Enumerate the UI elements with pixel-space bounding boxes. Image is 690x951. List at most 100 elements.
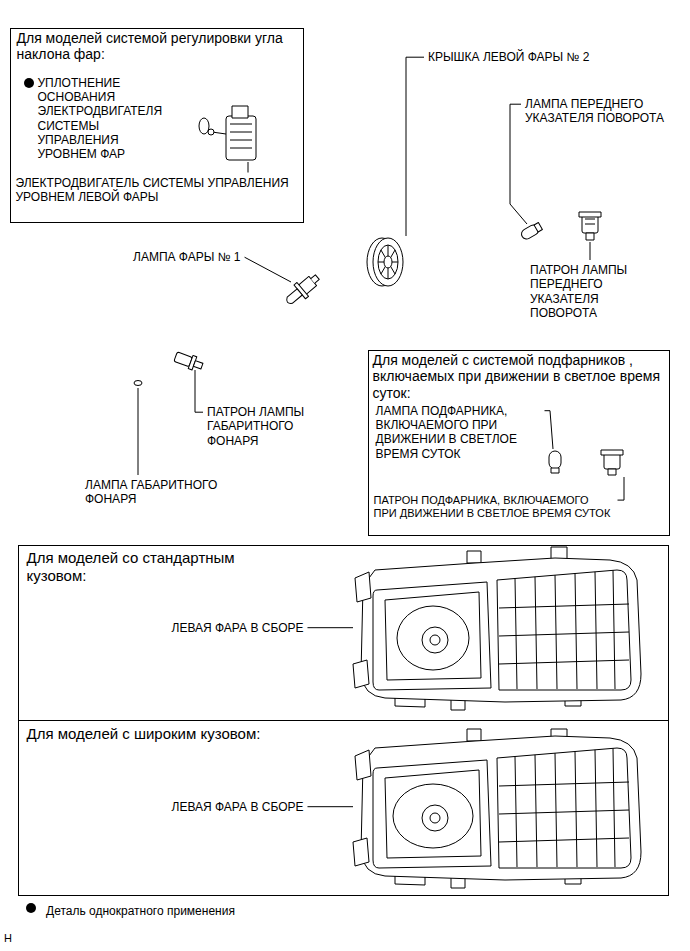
leader-line: [590, 242, 591, 260]
housing-edge: [395, 876, 425, 885]
lens-rib: [613, 748, 615, 867]
cover-inner: [378, 245, 398, 279]
housing: [361, 558, 641, 702]
bracket: [355, 572, 371, 602]
lens-rib: [535, 577, 537, 689]
leader-line: [195, 370, 203, 412]
part-name: КРЫШКА ЛЕВОЙ ФАРЫ № 2: [428, 50, 589, 64]
lens-rib: [575, 752, 577, 868]
lens-rib: [555, 753, 557, 867]
headlight-assembly: [353, 729, 641, 888]
bulb-seat: [430, 635, 440, 645]
turn-bulb: [520, 222, 543, 241]
box-heading: Для моделей с системой подфарников , вкл…: [373, 352, 667, 402]
main-lens: [373, 582, 491, 690]
leader-line: [545, 411, 554, 449]
condition-box: Для моделей системой регулировки угла на…: [10, 28, 304, 223]
lens-inner: [385, 592, 481, 680]
bracket: [355, 750, 371, 780]
lens-rib: [499, 838, 629, 842]
reflector: [393, 784, 473, 848]
figure-code: H: [4, 932, 12, 945]
part-name: ЭЛЕКТРОДВИГАТЕЛЬ СИСТЕМЫ УПРАВЛЕНИЯ УРОВ…: [16, 176, 300, 205]
bulb-base: [534, 223, 542, 232]
part-name: ЛЕВАЯ ФАРА В СБОРЕ: [172, 621, 304, 635]
socket-plug: [586, 233, 594, 240]
bracket: [353, 660, 369, 688]
lens-rib: [499, 632, 629, 636]
headlight-cover: [367, 238, 403, 286]
lens-rib: [595, 750, 597, 867]
bulb-seat: [422, 805, 448, 831]
one-time-use-mark: [24, 78, 34, 88]
part-name: ЛАМПА ПЕРЕДНЕГО УКАЗАТЕЛЯ ПОВОРОТА: [525, 97, 675, 126]
bulb-seat: [422, 627, 448, 653]
lens-rib: [515, 757, 517, 868]
lens-rib: [555, 575, 557, 689]
leader-line: [307, 806, 353, 807]
side-lens: [497, 570, 631, 690]
leader-line: [248, 162, 249, 173]
cover-face: [373, 238, 403, 286]
part-name: ЛАМПА ГАБАРИТНОГО ФОНАРЯ: [85, 478, 235, 507]
legend-swatch: [26, 903, 36, 913]
socket-flange: [601, 450, 623, 455]
part-name: ПАТРОН ЛАМПЫ ГАБАРИТНОГО ФОНАРЯ: [207, 405, 317, 448]
motor-connector: [232, 106, 248, 118]
side-lens: [497, 748, 631, 868]
condition-box: Для моделей с системой подфарников , вкл…: [368, 350, 670, 536]
part-name: ПАТРОН ЛАМПЫ ПЕРЕДНЕГО УКАЗАТЕЛЯ ПОВОРОТ…: [530, 263, 660, 321]
bulb-pin: [311, 275, 319, 283]
seal-ring: [199, 118, 209, 134]
housing: [361, 736, 641, 880]
marker-bulb: [134, 381, 142, 386]
variant-panel: Для моделей с широким кузовом:ЛЕВАЯ ФАРА…: [18, 720, 669, 896]
lens-rib: [575, 574, 577, 690]
bulb-base: [551, 468, 559, 473]
drl-bulb: [549, 451, 561, 473]
leader-line: [138, 388, 139, 475]
headlight-assembly: [353, 547, 641, 710]
cover-rib: [381, 250, 395, 274]
box-heading: Для моделей системой регулировки угла на…: [17, 30, 299, 64]
bracket: [353, 838, 369, 866]
reflector: [397, 606, 469, 670]
lens-rib: [535, 755, 537, 867]
lens-rib: [499, 782, 629, 786]
lens-rib: [499, 660, 629, 664]
lens-rib: [515, 579, 517, 690]
main-lens: [373, 760, 491, 868]
lens-inner: [385, 770, 481, 858]
leader-line: [510, 104, 527, 224]
leveling-motor: [199, 106, 256, 160]
leader-line: [245, 257, 291, 282]
lens-rib: [595, 572, 597, 689]
bulb-glass: [549, 451, 561, 469]
socket-plug: [193, 361, 203, 369]
bulb-glass: [285, 289, 302, 305]
socket-rib: [585, 219, 595, 224]
lens-rib: [613, 570, 615, 689]
part-name: УПЛОТНЕНИЕ ОСНОВАНИЯ ЭЛЕКТРОДВИГАТЕЛЯ СИ…: [38, 76, 178, 162]
leader-line: [307, 627, 353, 628]
socket-plug: [608, 469, 616, 475]
marker-socket: [173, 350, 204, 373]
socket-flange: [579, 212, 601, 217]
motor-rib: [230, 124, 252, 148]
leader-line: [618, 477, 625, 500]
lens-rib: [499, 604, 629, 608]
mount-tab: [467, 729, 481, 741]
legend-text: Деталь однократного применения: [46, 904, 235, 918]
lens-rib: [499, 810, 629, 814]
headlight-bulb: [282, 270, 323, 309]
motor-body: [226, 116, 256, 160]
part-name: ЛЕВАЯ ФАРА В СБОРЕ: [172, 800, 304, 814]
leader-line: [406, 57, 424, 236]
variant-panel: Для моделей со стандартным кузовом:ЛЕВАЯ…: [18, 545, 669, 721]
housing-edge: [395, 698, 425, 707]
turn-socket: [579, 212, 601, 240]
socket-body: [582, 215, 598, 233]
mount-tab: [467, 551, 481, 563]
part-name: ПАТРОН ПОДФАРНИКА, ВКЛЮЧАЕМОГО ПРИ ДВИЖЕ…: [374, 494, 614, 520]
